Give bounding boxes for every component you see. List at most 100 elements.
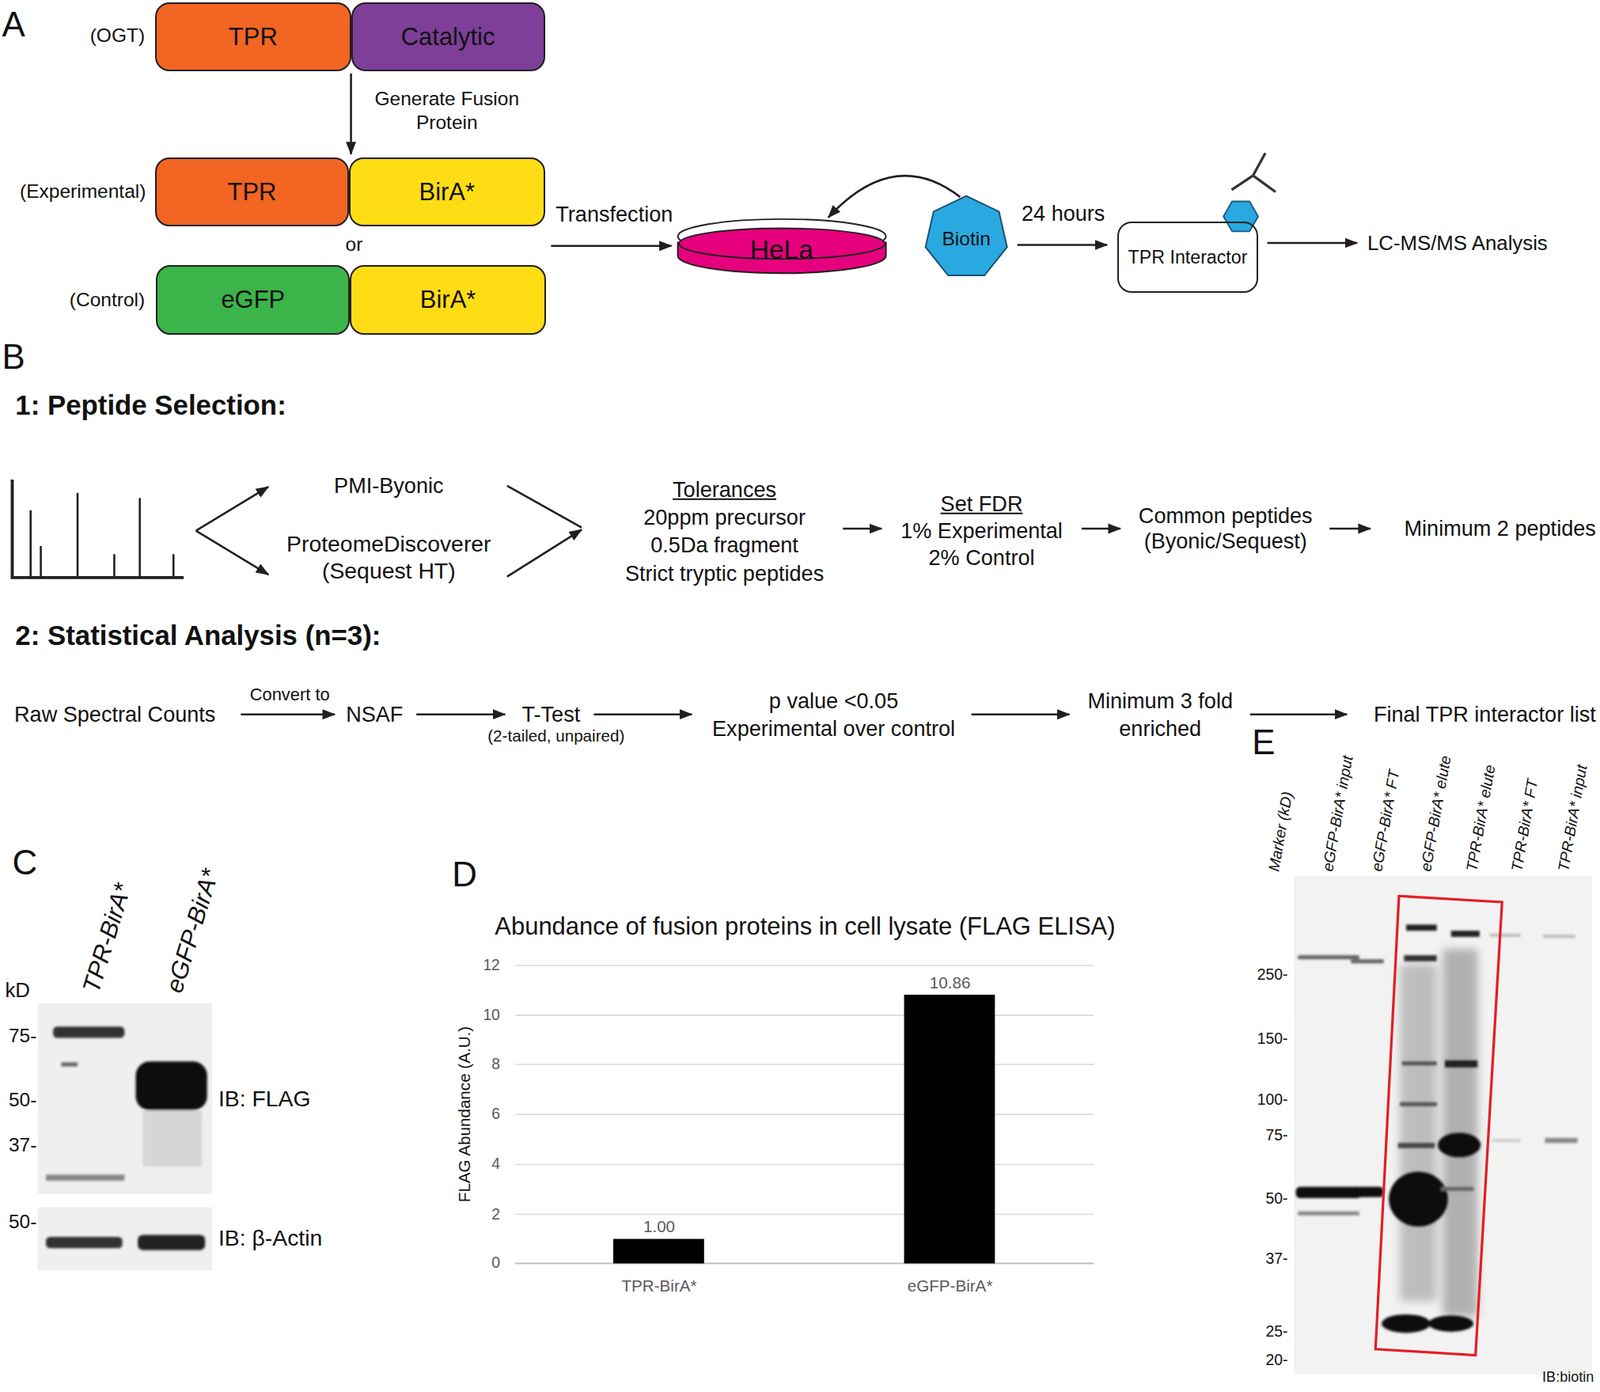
node-text: TPR <box>227 178 277 207</box>
connector-arrow <box>349 73 353 155</box>
tick-label: 0 <box>491 1254 501 1273</box>
value-label: 1.00 <box>643 1217 675 1237</box>
spectrum-icon <box>11 479 184 578</box>
tick-label: 10 <box>482 1005 501 1024</box>
interactor-box: TPR Interactor <box>1117 221 1259 293</box>
streptavidin-blot <box>1293 875 1593 1375</box>
marker-label: 250- <box>1257 965 1289 984</box>
domain-box: TPR <box>155 157 349 228</box>
domain-box: TPR <box>155 2 352 73</box>
marker-label: 75- <box>1265 1126 1288 1146</box>
section-heading: 1: Peptide Selection: <box>15 388 286 422</box>
flow-text: 1% Experimental <box>900 517 1063 543</box>
marker-label: 20- <box>1265 1350 1288 1369</box>
value-label: 10.86 <box>929 972 971 993</box>
lane-label: TPR-BirA* <box>75 879 137 996</box>
lane-label: eGFP-BirA* input <box>1318 754 1358 873</box>
row-label: (Experimental) <box>19 180 146 204</box>
arrow-label: Transfection <box>555 201 673 228</box>
node-text: BirA* <box>420 285 477 315</box>
marker-label: 100- <box>1257 1091 1289 1110</box>
node-text: BirA* <box>419 178 476 207</box>
node-text: HeLa <box>750 235 814 266</box>
marker-label: 75- <box>8 1023 37 1047</box>
flow-text: Common peptides (Byonic/Sequest) <box>1118 502 1333 554</box>
tick-label: 4 <box>491 1155 501 1174</box>
node-text: TPR <box>228 22 278 52</box>
section-heading: 2: Statistical Analysis (n=3): <box>15 618 381 653</box>
category-label: TPR-BirA* <box>621 1275 697 1296</box>
flow-text: Minimum 2 peptides <box>1404 515 1597 542</box>
flow-text: Strict tryptic peptides <box>625 560 824 586</box>
lane-label: Marker (kD) <box>1264 789 1297 873</box>
lane-label: TPR-BirA* input <box>1554 762 1592 873</box>
domain-box: eGFP <box>155 265 350 335</box>
axis-unit: kD <box>4 977 31 1002</box>
node-text: Catalytic <box>401 22 496 52</box>
chart-title: Abundance of fusion proteins in cell lys… <box>494 911 1115 941</box>
panel-letter: A <box>2 3 26 46</box>
antibody-symbol <box>1231 152 1275 192</box>
panel-letter: D <box>451 853 478 896</box>
blot-label: IB: FLAG <box>218 1084 311 1112</box>
arrow-label: 24 hours <box>1021 200 1105 226</box>
flow-text: enriched <box>1118 715 1202 741</box>
row-label: (OGT) <box>90 23 145 47</box>
panel-letter: E <box>1251 720 1275 763</box>
flow-text: PMI-Byonic <box>333 473 444 499</box>
bar-chart <box>515 965 1094 1264</box>
flow-text: p value <0.05 <box>769 688 899 714</box>
marker-label: 50- <box>8 1209 37 1233</box>
flow-text: ProteomeDiscoverer (Sequest HT) <box>266 530 512 584</box>
node-text: Biotin <box>942 227 991 251</box>
flow-text: Minimum 3 fold <box>1087 688 1233 714</box>
flow-heading: Set FDR <box>940 491 1024 517</box>
tick-label: 8 <box>491 1054 501 1073</box>
marker-label: 50- <box>1265 1190 1288 1209</box>
marker-label: 50- <box>8 1088 37 1111</box>
flow-text: Experimental over control <box>712 715 956 741</box>
flow-text: NSAF <box>345 701 403 727</box>
culture-dish: HeLa <box>675 216 888 276</box>
flow-text: Raw Spectral Counts <box>14 701 216 727</box>
lane-label: TPR-BirA* elute <box>1462 762 1500 873</box>
western-blot <box>37 1003 213 1271</box>
arrow-label: Generate Fusion Protein <box>357 87 537 134</box>
flow-text: Final TPR interactor list <box>1373 701 1597 727</box>
biotin-tag <box>1223 200 1259 232</box>
marker-label: 37- <box>1265 1250 1288 1269</box>
lane-label: eGFP-BirA* FT <box>1367 768 1403 873</box>
domain-box: BirA* <box>348 157 546 228</box>
row-label: or <box>345 233 364 257</box>
lane-label: eGFP-BirA* <box>159 864 226 996</box>
lane-label: eGFP-BirA* elute <box>1416 754 1456 873</box>
tick-label: 6 <box>491 1105 501 1124</box>
flow-text: 2% Control <box>928 545 1036 571</box>
connector-arrow <box>1017 243 1108 247</box>
panel-letter: B <box>2 336 26 379</box>
lane-label: TPR-BirA* FT <box>1507 777 1542 873</box>
blot-label: IB:biotin <box>1542 1368 1594 1387</box>
connector-arrow <box>550 245 672 248</box>
flow-text: T-Test <box>521 701 581 727</box>
category-label: eGFP-BirA* <box>907 1275 994 1296</box>
biotin-heptagon: Biotin <box>923 193 1009 280</box>
row-label: (Control) <box>69 288 145 311</box>
domain-box: BirA* <box>349 265 546 335</box>
tick-label: 2 <box>491 1205 501 1224</box>
blot-label: IB: β-Actin <box>218 1224 323 1252</box>
domain-box: Catalytic <box>351 2 546 73</box>
node-text: eGFP <box>220 285 285 315</box>
flow-text: 20ppm precursor <box>643 504 806 531</box>
flow-heading: Tolerances <box>672 477 777 503</box>
marker-label: 150- <box>1257 1029 1289 1048</box>
flow-text: 0.5Da fragment <box>650 531 799 558</box>
marker-label: 25- <box>1265 1322 1288 1341</box>
flow-text: LC-MS/MS Analysis <box>1367 230 1548 255</box>
panel-letter: C <box>11 841 38 884</box>
axis-title: FLAG Abundance (A.U.) <box>454 1026 474 1202</box>
arrow-label: Convert to <box>250 684 330 706</box>
flow-note: (2-tailed, unpaired) <box>487 725 625 746</box>
node-text: TPR Interactor <box>1128 246 1248 269</box>
